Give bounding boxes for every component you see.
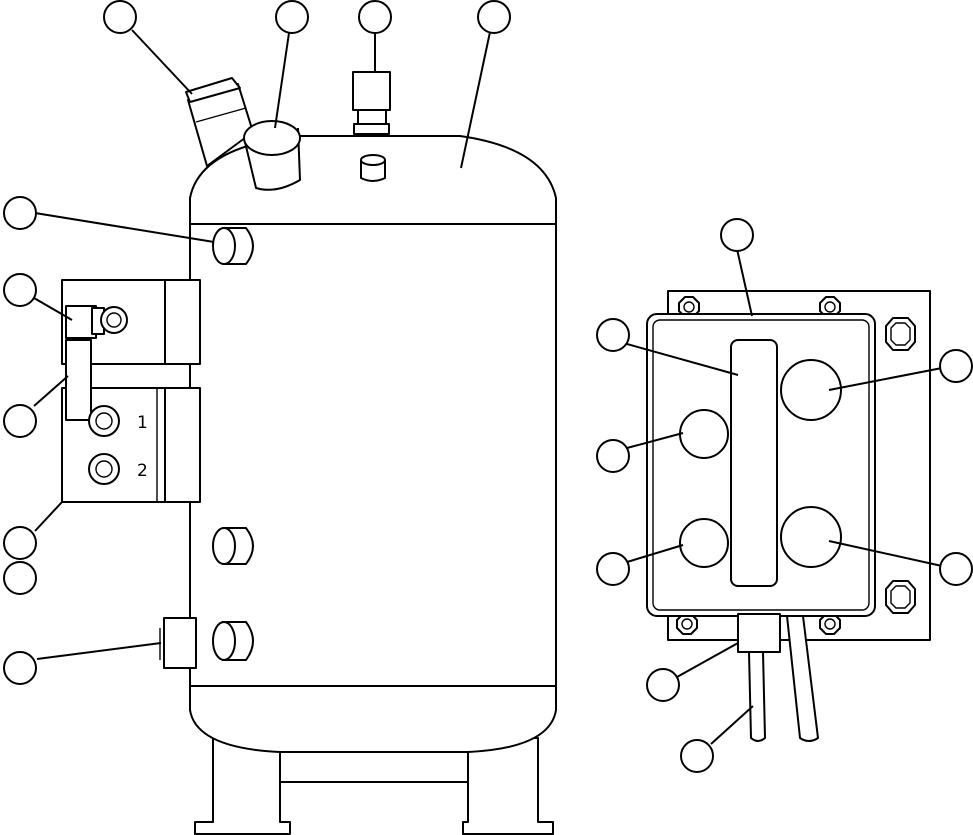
knockout — [780, 359, 842, 421]
plate-nut — [885, 317, 916, 351]
callout-circle — [3, 196, 37, 230]
callout-circle — [3, 651, 37, 685]
callout-circle — [103, 0, 137, 34]
side-boss-3 — [212, 621, 254, 661]
callout-circle — [3, 526, 37, 560]
leader-lines — [33, 29, 943, 745]
corner-screw — [819, 613, 841, 635]
callout-circle — [939, 552, 973, 586]
port-2 — [88, 453, 120, 485]
knockout — [780, 506, 842, 568]
drain-valve — [163, 617, 197, 669]
cover-slot — [730, 339, 778, 587]
side-boss-2 — [212, 527, 254, 565]
callout-circle — [680, 739, 714, 773]
callout-circle — [477, 0, 511, 34]
callout-circle — [358, 0, 392, 34]
callout-circle — [3, 561, 37, 595]
callout-circle — [939, 349, 973, 383]
top-valve-fitting — [352, 71, 391, 135]
elbow-fitting — [65, 305, 128, 339]
knockout — [679, 409, 729, 459]
callouts — [3, 0, 973, 773]
callout-circle — [596, 318, 630, 352]
air-tank: 1 2 — [61, 71, 557, 835]
knockout — [679, 518, 729, 568]
cable-gland — [737, 613, 781, 653]
port-1-label: 1 — [137, 413, 148, 433]
callout-circle — [3, 404, 37, 438]
safety-valve — [185, 77, 254, 167]
top-plug — [360, 154, 386, 182]
switch-rod — [65, 339, 92, 421]
junction-box — [646, 290, 931, 742]
callout-circle — [646, 668, 680, 702]
plate-nut — [885, 580, 916, 614]
callout-circle — [3, 273, 37, 307]
side-boss-1 — [212, 227, 254, 265]
filler-cap — [243, 120, 301, 191]
callout-circle — [720, 218, 754, 252]
cables — [748, 615, 819, 742]
port-1 — [88, 405, 120, 437]
pressure-switch — [61, 279, 201, 503]
callout-circle — [275, 0, 309, 34]
callout-circle — [596, 552, 630, 586]
callout-circle — [596, 439, 630, 473]
port-2-label: 2 — [137, 461, 148, 481]
